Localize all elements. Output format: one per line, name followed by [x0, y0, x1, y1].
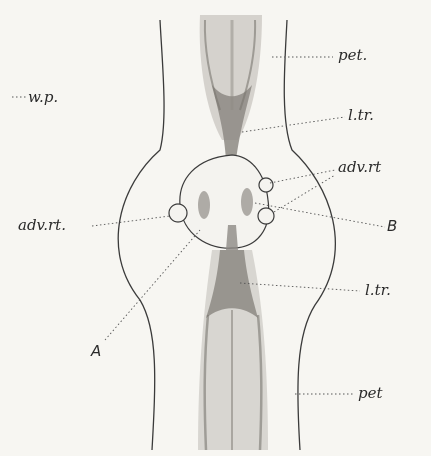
label-pet-top: pet. [338, 48, 367, 63]
label-advrt-left: adv.rt. [18, 218, 66, 233]
label-ltr-bottom: l.tr. [365, 283, 391, 298]
label-pet-bottom: pet [358, 386, 383, 401]
label-wp: w.p. [28, 90, 58, 105]
label-advrt-right: adv.rt [338, 160, 381, 175]
label-b: B [387, 219, 397, 234]
label-a: A [91, 344, 101, 359]
label-ltr-top: l.tr. [348, 108, 374, 123]
